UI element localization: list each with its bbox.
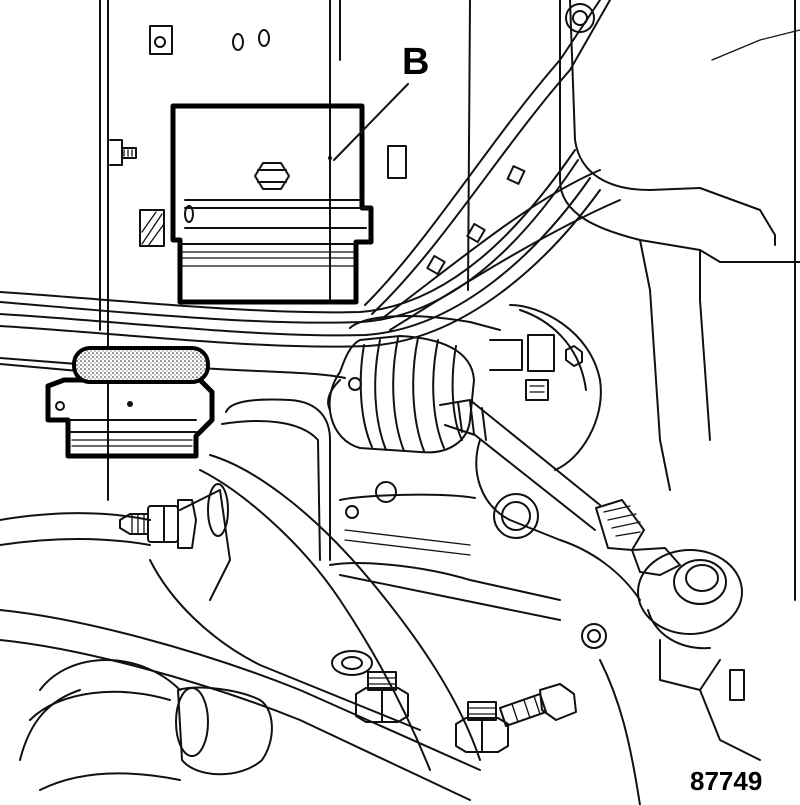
lower-arm-bolt xyxy=(499,683,577,727)
steering-knuckle xyxy=(339,304,641,649)
tool-b xyxy=(170,103,374,305)
subframe-bolt-right xyxy=(455,701,509,753)
cv-joint-boot xyxy=(327,315,523,454)
foam-sleeve xyxy=(72,346,210,384)
callout-letter-b: B xyxy=(402,41,429,83)
tie-rod-end xyxy=(637,549,761,761)
body-panel xyxy=(99,0,800,601)
drive-shaft xyxy=(439,399,681,576)
bush xyxy=(19,659,273,791)
harness-clip xyxy=(45,346,215,459)
wiring-harness xyxy=(0,0,621,379)
subframe xyxy=(0,398,641,805)
figure-reference-number: 87749 xyxy=(690,766,762,796)
callout-b: B xyxy=(333,41,429,161)
subframe-bolt-left xyxy=(119,499,197,549)
subframe-bolt-centre xyxy=(355,671,409,723)
